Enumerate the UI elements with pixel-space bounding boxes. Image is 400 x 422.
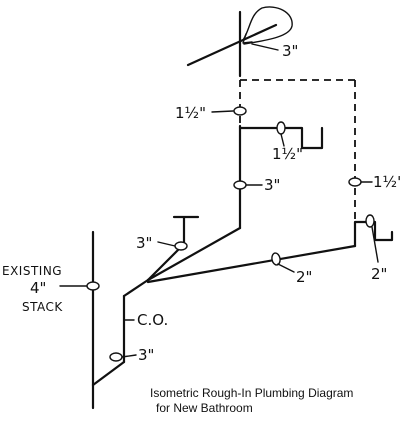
size-marker-bottom <box>109 352 123 362</box>
label-bottom-size: 3" <box>138 346 154 364</box>
lower-branch <box>146 244 357 284</box>
label-riser-mid: 3" <box>264 176 280 194</box>
size-marker-riser <box>233 180 247 190</box>
label-lower-branch: 2" <box>296 268 312 286</box>
leader-toilet <box>157 241 176 247</box>
leader-lower <box>277 263 295 273</box>
label-right-vent: 1½" <box>373 173 400 191</box>
leader-vent <box>211 110 234 113</box>
stack-connection <box>91 360 126 387</box>
label-toilet-branch: 3" <box>136 234 152 252</box>
label-vent-upper: 1½" <box>175 104 206 122</box>
size-marker-right-trap <box>365 214 375 228</box>
roof-arrow <box>242 33 253 44</box>
leader-top <box>251 43 279 51</box>
size-marker-vent <box>233 106 247 116</box>
size-marker-lower <box>271 252 281 266</box>
size-marker-right-vent <box>348 177 362 187</box>
roof-flashing-curve <box>242 6 293 45</box>
size-marker-stack <box>86 281 100 291</box>
leader-fixture <box>280 133 285 147</box>
label-top-size: 3" <box>282 42 298 60</box>
label-stack-line3: STACK <box>22 300 63 314</box>
junction-to-co <box>122 278 150 298</box>
size-marker-fixture <box>276 121 286 135</box>
label-cleanout: C.O. <box>137 311 168 329</box>
diagram-caption: Isometric Rough-In Plumbing Diagram for … <box>150 386 400 416</box>
leader-right-trap <box>371 226 379 263</box>
label-stack-line2: 4" <box>30 279 46 297</box>
label-right-trap: 2" <box>371 265 387 283</box>
riser-to-junction <box>146 226 242 282</box>
caption-line2: for New Bathroom <box>156 401 253 415</box>
roof-line <box>186 23 278 67</box>
leader-bottom <box>121 354 137 358</box>
label-fixture-upper: 1½" <box>272 145 303 163</box>
label-stack-line1: EXISTING <box>2 264 62 278</box>
caption-line1: Isometric Rough-In Plumbing Diagram <box>150 386 354 400</box>
size-marker-toilet <box>174 241 188 251</box>
